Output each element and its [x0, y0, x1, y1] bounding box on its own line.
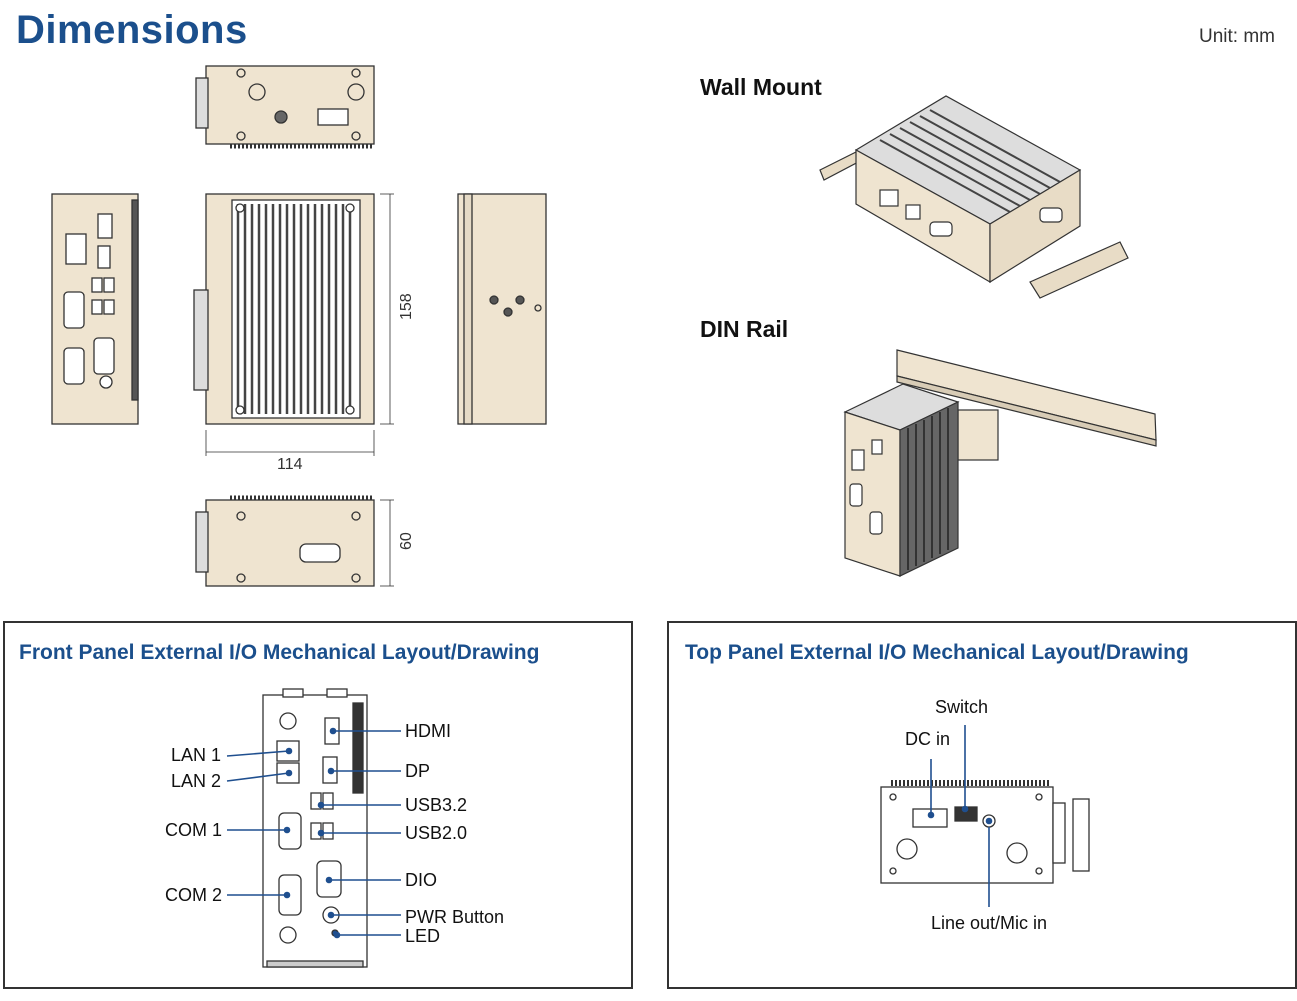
top-panel-section: Top Panel External I/O Mechanical Layout… [667, 621, 1297, 989]
label-usb20: USB2.0 [405, 823, 468, 843]
label-lan2: LAN 2 [171, 771, 222, 791]
label-led: LED [405, 926, 441, 946]
label-dc-in: DC in [905, 729, 951, 749]
front-panel-section: Front Panel External I/O Mechanical Layo… [3, 621, 633, 989]
label-usb32: USB3.2 [405, 795, 468, 815]
dimension-width: 114 [277, 456, 303, 473]
wall-mount-illustration [819, 95, 1129, 299]
front-panel-drawing [226, 688, 401, 968]
label-lan1: LAN 1 [171, 745, 222, 765]
top-panel-title: Top Panel External I/O Mechanical Layout… [685, 641, 1189, 664]
top-panel-drawing [880, 725, 1090, 907]
dimension-height: 158 [398, 293, 415, 320]
label-com2: COM 2 [165, 885, 223, 905]
front-view-drawing [51, 193, 139, 425]
label-switch: Switch [935, 697, 989, 717]
label-pwr-button: PWR Button [405, 907, 505, 927]
wall-mount-heading: Wall Mount [700, 74, 822, 100]
label-hdmi: HDMI [405, 721, 451, 741]
label-line-out: Line out/Mic in [931, 913, 1048, 933]
label-dio: DIO [405, 870, 438, 890]
top-view-drawing [195, 65, 375, 149]
label-dp: DP [405, 761, 431, 781]
side-view-drawing [457, 193, 547, 425]
page-title: Dimensions [16, 8, 248, 52]
din-rail-illustration [843, 349, 1157, 577]
unit-label: Unit: mm [1199, 26, 1275, 47]
din-rail-heading: DIN Rail [700, 316, 789, 342]
front-panel-title: Front Panel External I/O Mechanical Layo… [19, 641, 540, 664]
main-view-drawing [193, 193, 394, 456]
bottom-view-drawing [195, 495, 394, 587]
dimension-depth: 60 [398, 532, 415, 550]
label-com1: COM 1 [165, 820, 223, 840]
